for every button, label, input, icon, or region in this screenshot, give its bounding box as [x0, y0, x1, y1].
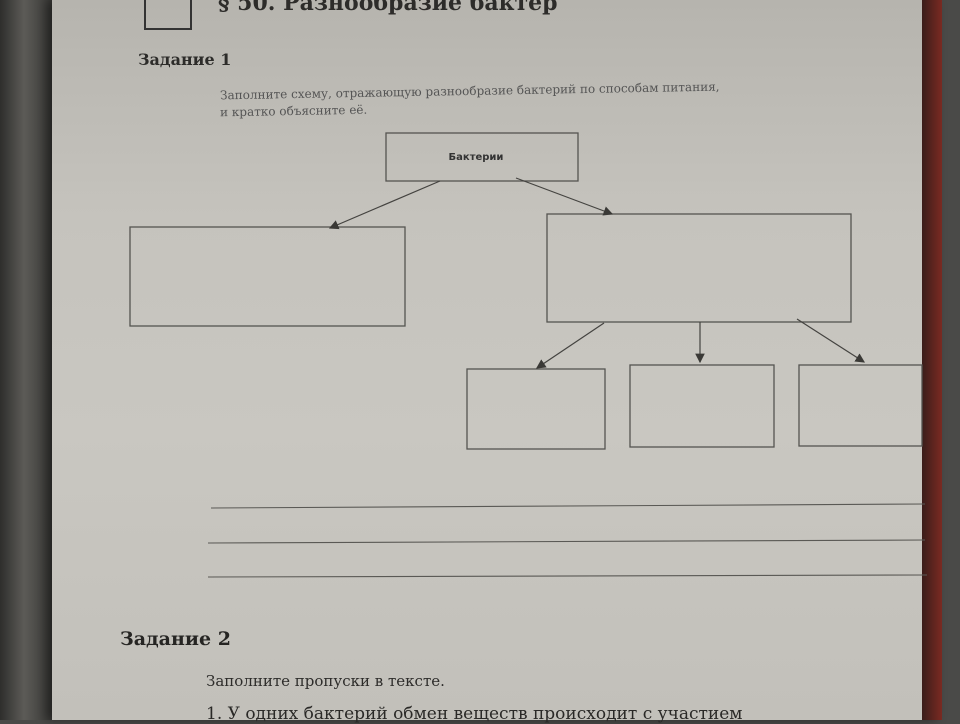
book-spine-shadow — [0, 0, 60, 720]
answer-line-1[interactable] — [210, 503, 926, 509]
sub-box-3[interactable] — [798, 364, 923, 447]
task2-instruction: Заполните пропуски в тексте. — [206, 672, 445, 690]
answer-line-2[interactable] — [207, 539, 926, 544]
task1-title: Задание 1 — [138, 50, 232, 69]
answer-line-3[interactable] — [207, 574, 928, 578]
arrow-root-left — [328, 180, 441, 230]
task2-item-1: 1. У одних бактерий обмен веществ происх… — [206, 704, 743, 724]
root-box — [385, 132, 579, 182]
arrow-right-sub1 — [536, 322, 605, 369]
left-box[interactable] — [129, 226, 406, 327]
workbook-page — [52, 0, 942, 720]
arrow-right-sub3 — [796, 318, 866, 363]
root-box-label: Бактерии — [449, 152, 504, 163]
arrow-root-right — [515, 177, 614, 216]
header-corner-box — [144, 0, 192, 30]
section-header: § 50. Разнообразие бактер — [218, 0, 558, 16]
task2-title: Задание 2 — [120, 628, 231, 650]
right-box[interactable] — [546, 213, 852, 323]
sub-box-2[interactable] — [629, 364, 775, 448]
sub-box-1[interactable] — [466, 368, 606, 450]
page-right-edge — [922, 0, 942, 720]
